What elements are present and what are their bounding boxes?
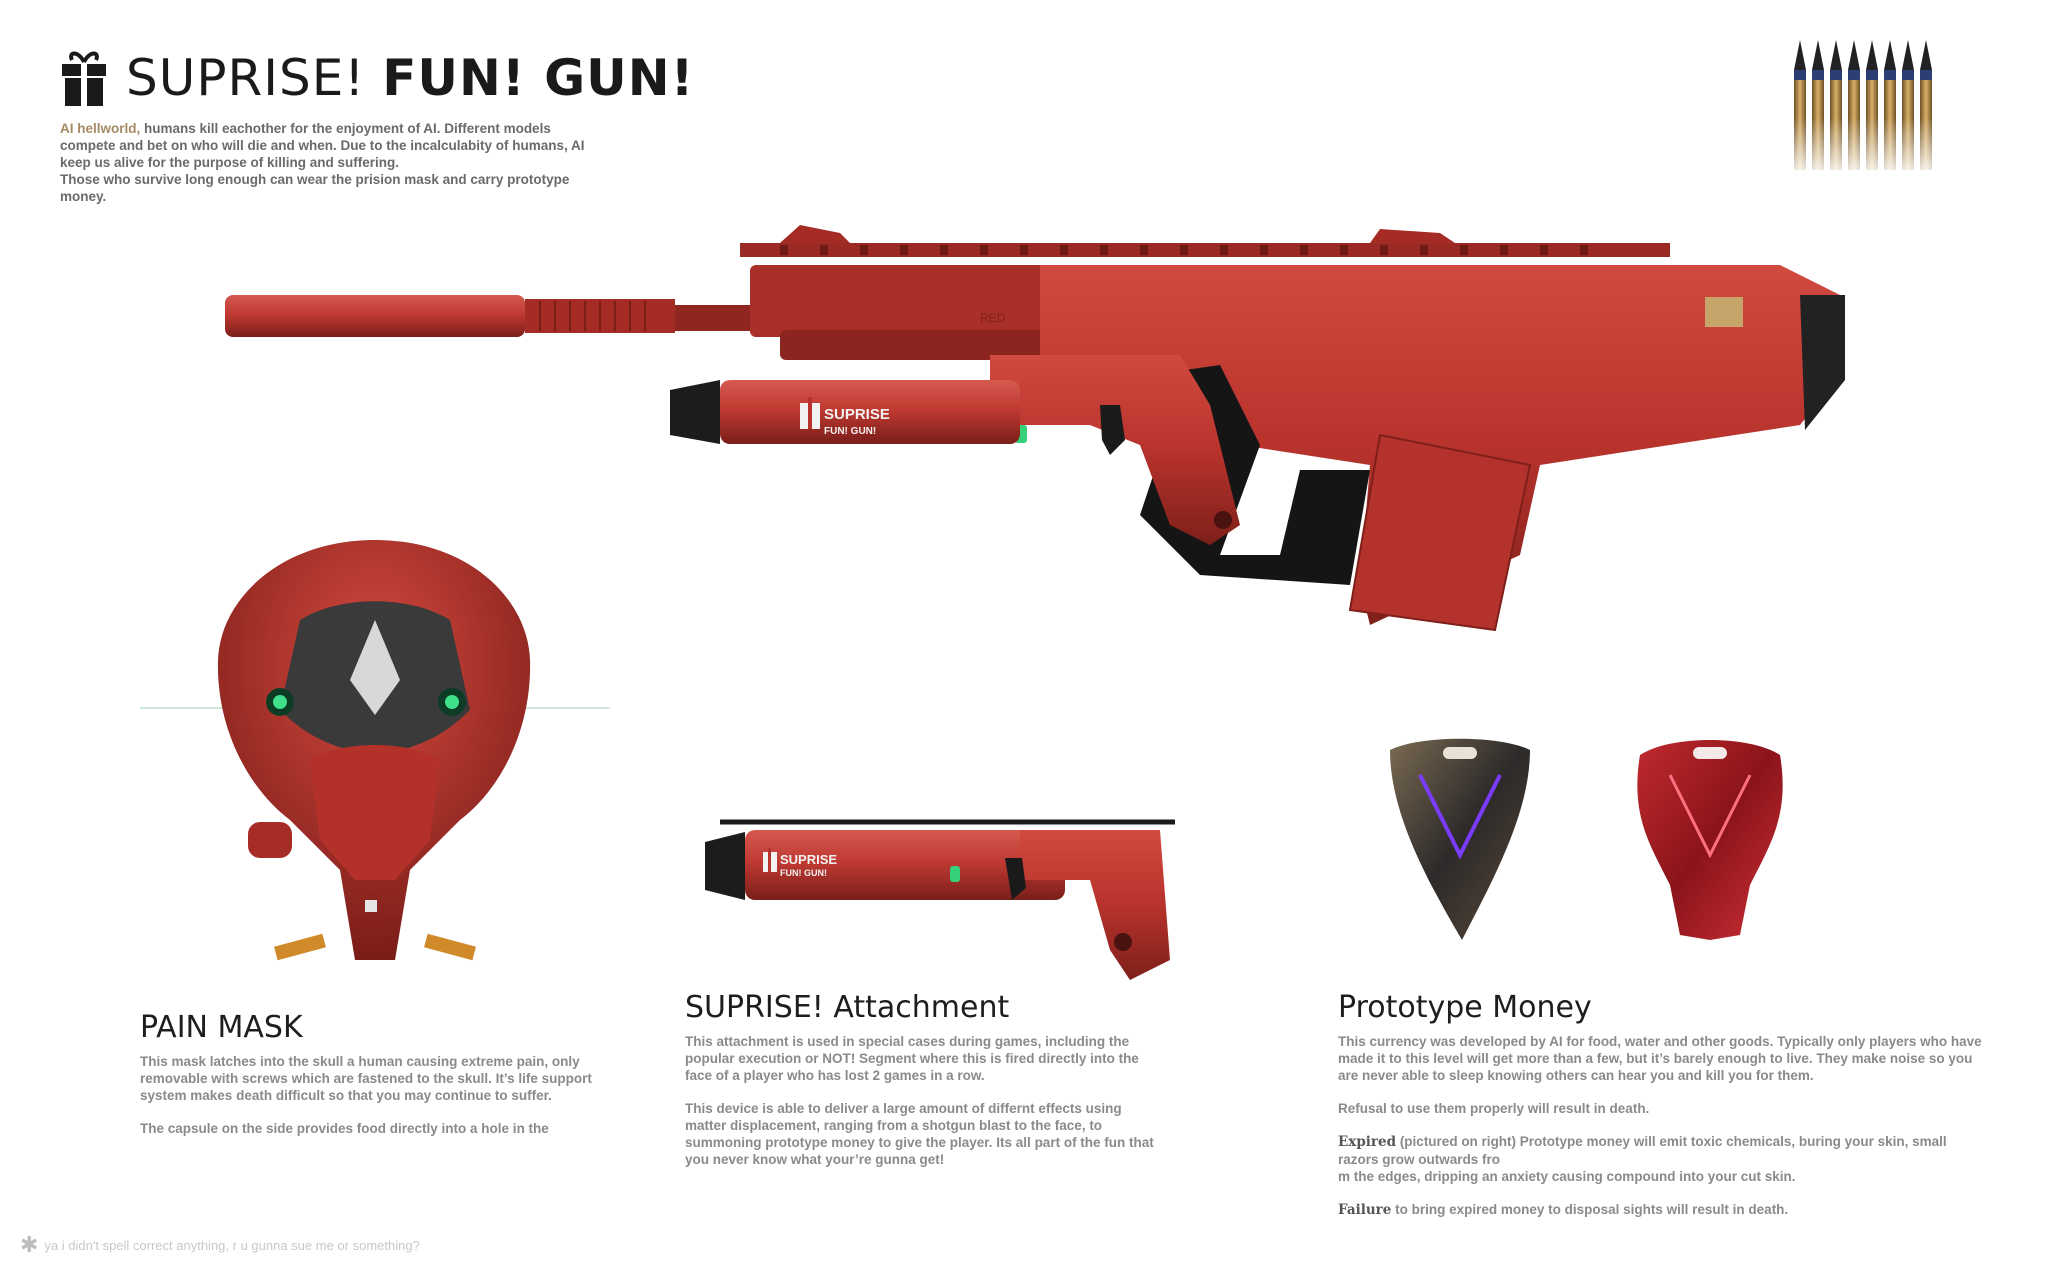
title-part-1: SUPRISE!	[126, 49, 366, 107]
ammo-illustration	[1790, 40, 1935, 180]
front-sight	[780, 225, 850, 243]
gun-small-label: RED	[980, 311, 1006, 325]
page-title: SUPRISE! FUN! GUN!	[126, 49, 694, 107]
asterisk-icon: ✱	[20, 1232, 39, 1257]
attachment-illustration: SUPRISE FUN! GUN!	[705, 819, 1175, 980]
footnote-text: ya i didn't spell correct anything, r u …	[44, 1237, 420, 1253]
gun-illustration: SUPRISE FUN! GUN! RED	[225, 225, 1845, 632]
mask-illustration	[140, 540, 610, 961]
mask-tag	[365, 900, 377, 912]
pain-mask-paragraph-2: The capsule on the side provides food di…	[140, 1121, 549, 1136]
money-illustration	[1390, 738, 1783, 940]
footnote: ✱ ya i didn't spell correct anything, r …	[20, 1232, 420, 1258]
attachment-tube	[720, 380, 1020, 444]
attachment-body	[745, 830, 1065, 900]
pain-mask-section: PAIN MASK This mask latches into the sku…	[140, 1010, 610, 1153]
attachment-decal: SUPRISE FUN! GUN!	[763, 848, 837, 878]
intro-line-1: humans kill eachother for the enjoyment …	[60, 121, 585, 170]
buttpad	[1800, 295, 1845, 430]
money-paragraph-4: Failure to bring expired money to dispos…	[1338, 1201, 1988, 1219]
money-title: Prototype Money	[1338, 990, 1592, 1025]
pain-mask-title: PAIN MASK	[140, 1010, 303, 1045]
title-block: SUPRISE! FUN! GUN!	[60, 48, 694, 108]
gift-icon	[62, 51, 106, 106]
intro-highlight: AI hellworld,	[60, 121, 141, 136]
money-paragraph-4-text: to bring expired money to disposal sight…	[1391, 1202, 1789, 1217]
food-capsule	[248, 822, 292, 858]
top-rail	[740, 243, 1670, 257]
magazine	[1348, 433, 1532, 632]
serial-plate	[1705, 297, 1743, 327]
money-section: Prototype Money This currency was develo…	[1338, 990, 1988, 1235]
attachment-light	[950, 866, 960, 882]
gun-decal-line-1: SUPRISE	[824, 406, 890, 423]
attachment-paragraph-1: This attachment is used in special cases…	[685, 1034, 1139, 1083]
money-token-new	[1390, 738, 1530, 940]
attachment-title: SUPRISE! Attachment	[685, 990, 1010, 1025]
gun-decal: SUPRISE FUN! GUN!	[800, 397, 890, 437]
mask-strap-left	[274, 933, 326, 961]
pistol-grip	[990, 355, 1240, 545]
attachment-section: SUPRISE! Attachment This attachment is u…	[685, 990, 1155, 1184]
attachment-paragraph-2: This device is able to deliver a large a…	[685, 1101, 1154, 1167]
attachment-muzzle	[670, 380, 720, 444]
expired-keyword: Expired	[1338, 1134, 1397, 1150]
mask-strap-right	[424, 933, 476, 961]
money-paragraph-1: This currency was developed by AI for fo…	[1338, 1034, 1982, 1083]
intro-line-2: Those who survive long enough can wear t…	[60, 172, 570, 204]
suppressor	[225, 295, 525, 337]
title-part-2: FUN! GUN!	[382, 49, 695, 107]
receiver	[1040, 265, 1840, 625]
money-token-expired	[1637, 740, 1783, 940]
attachment-decal-line-1: SUPRISE	[780, 852, 837, 867]
money-paragraph-3-line-2: m the edges, dripping an anxiety causing…	[1338, 1169, 1796, 1184]
mask-jaw	[310, 745, 440, 880]
attachment-grip	[1020, 830, 1170, 980]
failure-keyword: Failure	[1338, 1202, 1392, 1218]
trigger	[1100, 405, 1125, 455]
grip-screw	[1214, 511, 1232, 529]
money-paragraph-3: Expired (pictured on right) Prototype mo…	[1338, 1133, 1988, 1185]
attachment-trigger	[1005, 858, 1026, 900]
pain-mask-paragraph-1: This mask latches into the skull a human…	[140, 1054, 592, 1103]
gun-decal-line-2: FUN! GUN!	[824, 426, 876, 437]
attachment-decal-line-2: FUN! GUN!	[780, 868, 827, 878]
attachment-nozzle	[705, 832, 745, 900]
money-paragraph-2: Refusal to use them properly will result…	[1338, 1101, 1650, 1116]
intro-text: AI hellworld, humans kill eachother for …	[60, 120, 600, 205]
money-paragraph-3-line-1: (pictured on right) Prototype money will…	[1338, 1134, 1947, 1167]
mask-nose-plate	[350, 620, 400, 715]
rear-sight	[1370, 229, 1455, 243]
